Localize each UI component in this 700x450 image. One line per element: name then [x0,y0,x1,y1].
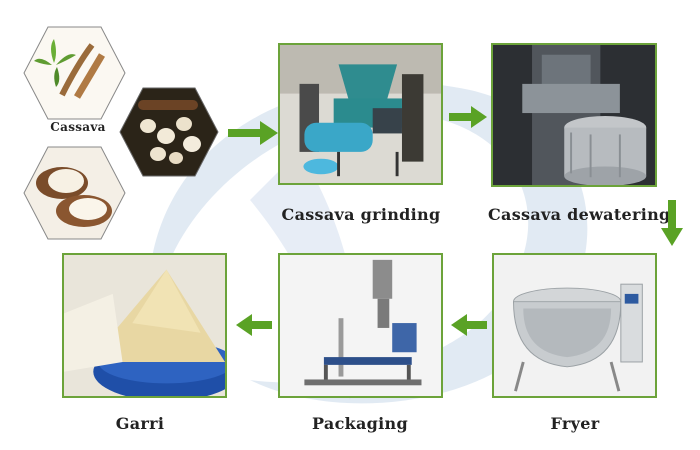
cassava-grinding-image [278,43,443,185]
cassava-dewatering-label: Cassava dewatering [488,205,671,224]
garri-label: Garri [115,414,165,433]
cassava-dewatering-image [491,43,657,187]
cassava-roots-image [119,87,219,177]
packaging-label: Packaging [312,414,408,433]
cassava-peeled-image [23,146,126,240]
arrow-right-icon [228,121,278,145]
fryer-label: Fryer [550,414,600,433]
garri-image [62,253,227,398]
packaging-image [278,253,443,398]
cassava-plant-image [23,26,126,120]
arrow-right-icon [449,106,487,128]
arrow-down-icon [661,200,683,246]
arrow-left-icon [236,314,272,336]
fryer-image [492,253,657,398]
cassava-grinding-label: Cassava grinding [281,205,441,224]
arrow-left-icon [451,314,487,336]
cassava-label: Cassava [50,120,106,134]
